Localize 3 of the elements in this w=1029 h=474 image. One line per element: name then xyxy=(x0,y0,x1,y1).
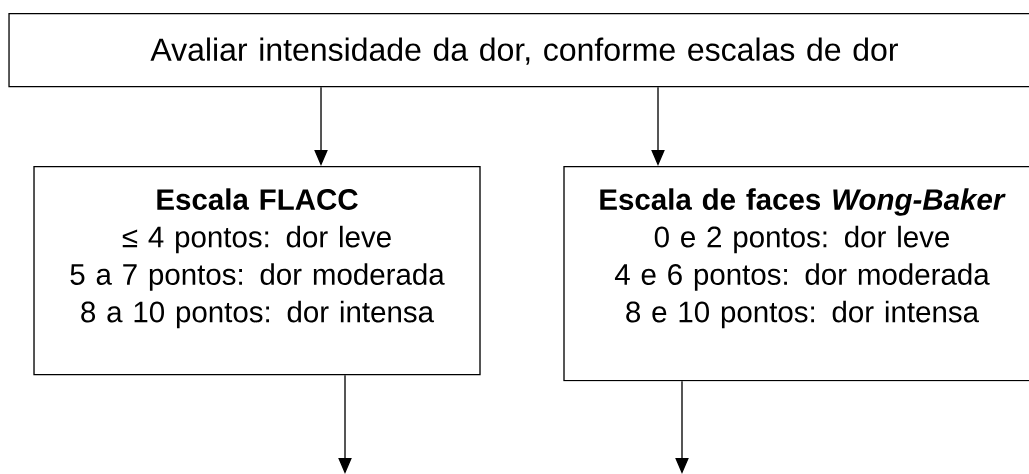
scale-box: Escala FLACC ≤ 4 pontos: dor leve 5 a 7 pontos: dor moderada 8 a 10 pontos: dor intensa xyxy=(33,166,481,376)
process-box: Avaliar intensidade da dor, conforme escalas de dor xyxy=(8,13,1029,88)
scale-box: Escala de faces Wong-Baker 0 e 2 pontos: dor leve 4 e 6 pontos: dor moderada 8 e 10 pontos: dor intensa xyxy=(563,166,1029,382)
